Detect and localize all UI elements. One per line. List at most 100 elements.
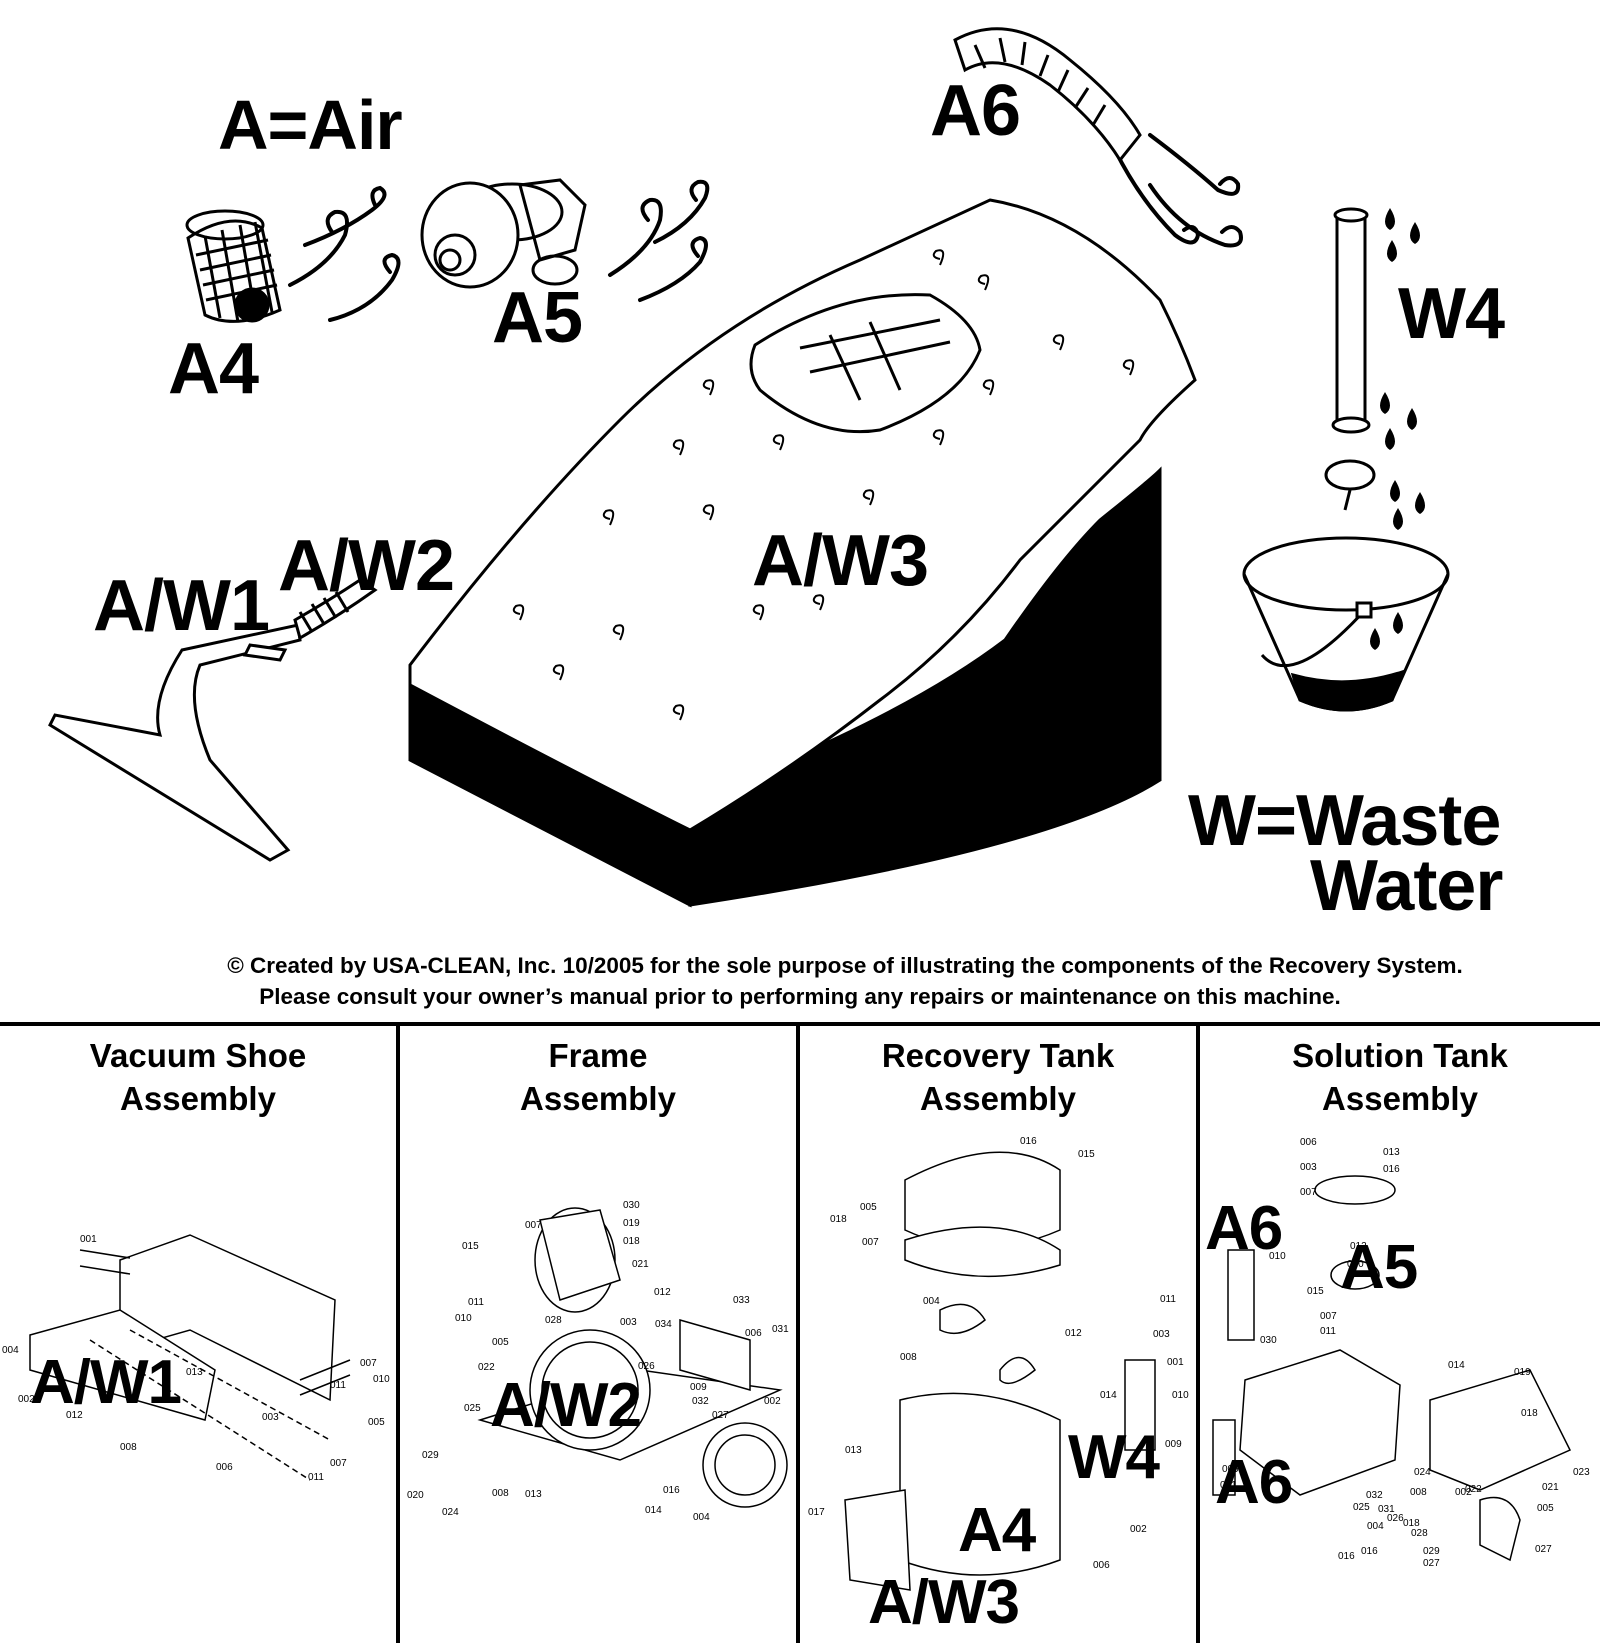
- assembly-panels: [0, 1022, 1600, 1643]
- panel-title-line2: Assembly: [1322, 1080, 1478, 1117]
- part-number-label: 028: [545, 1315, 562, 1326]
- panel-divider: [396, 1022, 400, 1643]
- drain-tube-icon: [1324, 207, 1376, 511]
- panel-label-w4: W4: [1068, 1423, 1160, 1492]
- panel-title-line2: Assembly: [920, 1080, 1076, 1117]
- panel-label-a6: A6: [1205, 1194, 1283, 1263]
- panel-label-aw2: A/W2: [490, 1371, 642, 1440]
- part-number-label: 018: [1521, 1408, 1538, 1419]
- part-number-label: 006: [1093, 1560, 1110, 1571]
- part-number-label: 012: [1350, 1241, 1367, 1252]
- hose-icon: [953, 27, 1142, 163]
- panel-title-line1: Vacuum Shoe: [89, 1037, 307, 1074]
- recovery-machine-icon: [408, 198, 1197, 908]
- part-number-label: 018: [1403, 1518, 1420, 1529]
- part-number-label: 009: [690, 1382, 707, 1393]
- part-number-label: 011: [468, 1297, 484, 1308]
- panel-divider: [796, 1022, 800, 1643]
- panel-title-line1: Recovery Tank: [881, 1037, 1115, 1074]
- part-number-label: 006: [1300, 1137, 1317, 1148]
- part-number-label: 008: [120, 1442, 137, 1453]
- part-number-label: 006: [745, 1328, 762, 1339]
- panel-title: Vacuum Shoe Assembly: [0, 1034, 396, 1120]
- part-number-label: 011: [1160, 1294, 1176, 1305]
- recovery-tank-assembly-drawing: [844, 1151, 1156, 1591]
- label-aw2: A/W2: [278, 526, 455, 606]
- part-number-label: 031: [1378, 1504, 1395, 1515]
- part-number-label: 016: [1338, 1551, 1355, 1562]
- part-number-label: 007: [360, 1358, 377, 1369]
- part-number-label: 011: [330, 1380, 346, 1391]
- bucket-icon: [1242, 536, 1450, 712]
- panel-label-aw3: A/W3: [868, 1568, 1020, 1637]
- part-number-label: 003: [1153, 1329, 1170, 1340]
- part-number-label: 010: [455, 1313, 472, 1324]
- part-number-label: 010: [1269, 1251, 1286, 1262]
- part-number-label: 020: [1347, 1259, 1364, 1270]
- part-number-label: 012: [1065, 1328, 1082, 1339]
- label-a5: A5: [492, 278, 583, 358]
- part-number-label: 003: [1300, 1162, 1317, 1173]
- vacuum-motor-icon: [420, 178, 587, 289]
- part-number-label: 004: [1367, 1521, 1384, 1532]
- part-number-label: 018: [830, 1214, 847, 1225]
- part-number-label: 016: [1361, 1546, 1378, 1557]
- part-number-label: 025: [464, 1403, 481, 1414]
- vacuum-shoe-wand-icon: [48, 578, 378, 862]
- part-number-label: 028: [1411, 1528, 1428, 1539]
- filter-mesh-icon: [185, 209, 282, 323]
- part-number-label: 026: [1387, 1513, 1404, 1524]
- part-number-label: 027: [1423, 1558, 1440, 1569]
- panel-label-a5: A5: [1340, 1233, 1418, 1302]
- part-number-label: 011: [308, 1472, 324, 1483]
- part-number-label: 034: [655, 1319, 672, 1330]
- part-number-label: 015: [462, 1241, 479, 1252]
- label-aw1: A/W1: [93, 566, 270, 646]
- panel-frame: Frame Assembly: [400, 1022, 796, 1643]
- part-number-label: 002: [1130, 1524, 1147, 1535]
- part-number-label: 007: [330, 1458, 347, 1469]
- part-number-label: 024: [442, 1507, 459, 1518]
- part-number-label: 032: [1366, 1490, 1383, 1501]
- label-a4: A4: [168, 329, 259, 409]
- panel-title-line1: Frame: [548, 1037, 648, 1074]
- panel-label-a4: A4: [958, 1496, 1036, 1565]
- part-number-label: 012: [66, 1410, 83, 1421]
- part-number-label: 010: [373, 1374, 390, 1385]
- part-number-label: 007: [862, 1237, 879, 1248]
- part-number-label: 005: [1537, 1503, 1554, 1514]
- part-number-label: 023: [1573, 1467, 1590, 1478]
- part-number-label: 014: [1100, 1390, 1117, 1401]
- part-number-label: 018: [623, 1236, 640, 1247]
- panel-title: Solution Tank Assembly: [1200, 1034, 1600, 1120]
- part-number-label: 006: [216, 1462, 233, 1473]
- part-number-label: 009: [1222, 1464, 1239, 1475]
- copyright-notice: © Created by USA-CLEAN, Inc. 10/2005 for…: [0, 950, 1600, 1012]
- part-number-label: 005: [368, 1417, 385, 1428]
- part-number-label: 001: [80, 1234, 97, 1245]
- part-number-label: 007: [1320, 1311, 1337, 1322]
- part-number-label: 013: [1383, 1147, 1400, 1158]
- part-number-label: 025: [1353, 1502, 1370, 1513]
- part-number-label: 027: [712, 1410, 729, 1421]
- part-number-callouts: 001 004 002 013 012 008 011 007 010 005 003 011 007 0…: [2, 1136, 1590, 1571]
- part-number-label: 001: [1167, 1357, 1184, 1368]
- part-number-label: 010: [1172, 1390, 1189, 1401]
- panel-label-aw1: A/W1: [30, 1348, 182, 1417]
- panel-title-line2: Assembly: [520, 1080, 676, 1117]
- panel-recovery-tank: Recovery Tank Assembly: [800, 1022, 1196, 1643]
- part-number-label: 008: [1410, 1487, 1427, 1498]
- part-number-label: 013: [845, 1445, 862, 1456]
- part-number-label: 017: [808, 1507, 825, 1518]
- label-a6: A6: [930, 71, 1021, 151]
- part-number-label: 019: [1514, 1367, 1531, 1378]
- part-number-label: 022: [1465, 1484, 1482, 1495]
- part-number-label: 021: [632, 1259, 649, 1270]
- part-number-label: 021: [1542, 1482, 1559, 1493]
- copyright-line1: © Created by USA-CLEAN, Inc. 10/2005 for…: [227, 953, 1463, 978]
- part-number-label: 008: [900, 1352, 917, 1363]
- panel-solution-tank: Solution Tank Assembly: [1200, 1022, 1600, 1643]
- part-number-label: 012: [654, 1287, 671, 1298]
- panel-label-a6-lower: A6: [1215, 1448, 1293, 1517]
